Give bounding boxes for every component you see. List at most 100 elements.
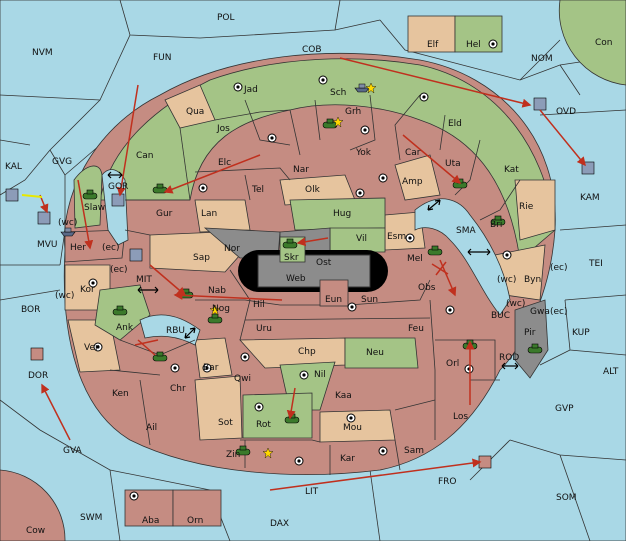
ship-icon [129,248,143,262]
label-coast: (ec) [110,265,128,275]
label-bor: BOR [21,305,40,315]
label-gur: Gur [156,209,173,219]
label-tel: Tel [251,185,264,195]
order-arrow [173,290,283,301]
label-olk: Olk [305,185,321,195]
label-coast: (ec) [550,307,568,317]
label-nom: NOM [531,54,553,64]
star-icon [262,447,274,459]
ship-icon [5,188,19,202]
territory-neu[interactable] [344,337,419,369]
territory-elf[interactable] [407,15,456,53]
label-cow: Cow [26,526,45,536]
label-gvp: GVP [555,404,574,414]
label-kup: KUP [572,328,590,338]
coast-labels: (wc) (ec) (ec) (wc) (wc) (ec) (wc) (ec) [55,218,568,317]
label-kor: Kor [80,285,95,295]
order-arrow [137,339,156,356]
order-arrow [435,261,447,276]
supply-center-marker [88,278,98,288]
territory-con[interactable] [558,0,626,86]
label-chp: Chp [298,347,316,357]
order-arrow [286,387,296,420]
supply-center-marker [299,370,309,380]
label-los: Los [453,412,468,422]
order-arrow [149,264,187,296]
supply-center-marker [378,446,388,456]
label-buc: BUC [491,311,510,321]
label-ver: Ver [84,343,99,353]
label-feu: Feu [408,324,424,334]
label-eld: Eld [448,119,462,129]
order-arrow [116,84,139,197]
label-hil: Hil [253,300,265,310]
label-gor: GOR [108,182,128,192]
order-arrows [21,57,586,491]
order-arrow [339,57,532,108]
label-uru: Uru [256,324,272,334]
ship-icon [60,227,76,237]
territory-rie[interactable] [514,179,556,241]
supply-center-marker [445,305,455,315]
ship-icon [37,211,51,225]
territory-pir[interactable] [514,299,549,379]
label-skr: Skr [284,253,299,263]
label-pol: POL [217,13,235,23]
label-con: Con [595,38,613,48]
tank-icon [427,245,443,256]
supply-center-marker [464,364,474,374]
label-orn: Orn [187,516,203,526]
star-icon [209,304,221,316]
label-uta: Uta [445,159,461,169]
label-kam: KAM [580,193,600,203]
star-icon [332,116,344,128]
land-labels: Elf Hel Con Jad Sch Qua Jos Grh Eld Can … [26,38,613,536]
label-orl: Orl [446,359,459,369]
territory-cow[interactable] [0,469,66,541]
supply-center-marker [233,82,243,92]
label-mit: MIT [136,275,152,285]
territory-rot[interactable] [242,392,313,439]
supply-center-marker [355,188,365,198]
label-hug: Hug [333,209,351,219]
order-arrow [402,134,462,184]
label-sap: Sap [193,253,210,263]
label-nor: Nor [224,244,240,254]
territory-sot[interactable] [194,375,243,441]
support-arrow [21,194,43,198]
label-ken: Ken [112,389,129,399]
star-icon [365,82,377,94]
supply-center-marker [360,125,370,135]
label-bri: Bri [490,220,502,230]
territory-sap[interactable] [149,231,241,273]
channel-arrows [107,171,519,370]
label-tei: TEI [588,259,603,269]
territory-eun[interactable] [319,279,349,307]
label-nar: Nar [293,165,309,175]
ship-icon [354,83,370,93]
label-rbu: RBU [166,326,185,336]
label-lit: LIT [305,487,319,497]
territory-her[interactable] [64,229,126,263]
label-eun: Eun [325,295,342,305]
label-amp: Amp [402,177,423,187]
label-pir: Pir [524,328,536,338]
territory-orn[interactable] [172,489,222,527]
label-web: Web [286,274,306,284]
order-arrow [269,458,482,491]
supply-center-marker [267,133,277,143]
ship-icon [30,347,44,361]
label-sma: SMA [456,226,476,236]
territory-amp[interactable] [394,154,441,201]
label-grh: Grh [345,107,361,117]
land-borders [109,94,521,475]
tank-icon [235,445,251,456]
label-kat: Kat [504,165,519,175]
label-her: Her [70,243,86,253]
supply-center-marker [129,491,139,501]
ship-icon [533,97,547,111]
label-coast: (wc) [58,218,77,228]
label-dor: DOR [28,371,48,381]
label-kar: Kar [340,454,355,464]
